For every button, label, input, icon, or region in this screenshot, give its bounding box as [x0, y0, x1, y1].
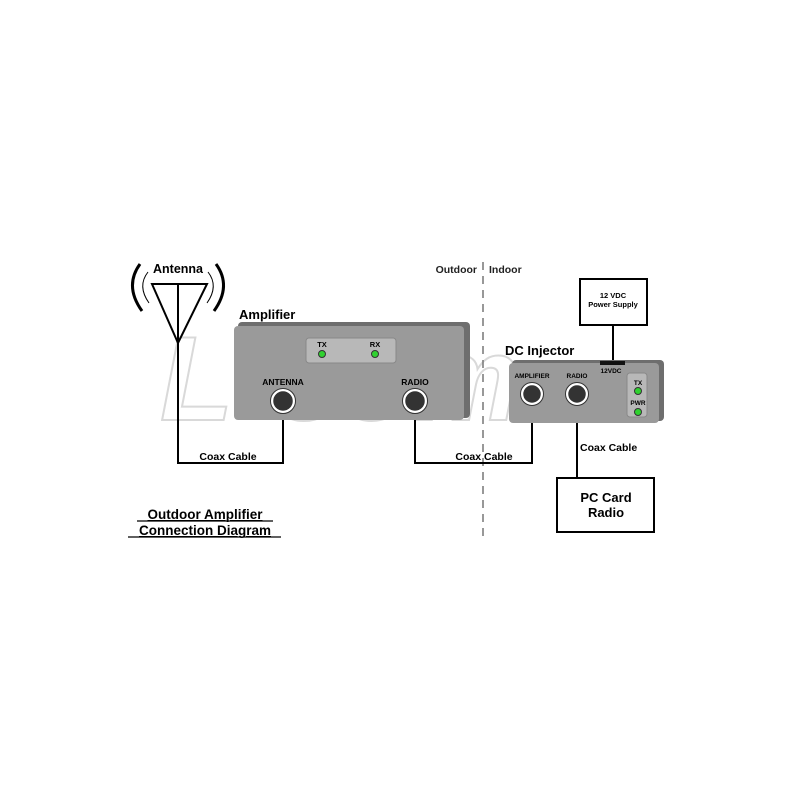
amplifier-antenna-port — [270, 388, 296, 414]
injector-amplifier-port — [520, 382, 544, 406]
signal-wave-left-inner — [142, 271, 150, 304]
coax-cable-antenna — [177, 343, 284, 464]
injector-pwr-led — [634, 408, 642, 416]
power-supply-line1: 12 VDC — [600, 291, 627, 300]
amplifier-antenna-port-label: ANTENNA — [262, 377, 304, 387]
amplifier-tx-led — [318, 350, 326, 358]
indoor-label: Indoor — [489, 264, 522, 276]
caption-line1: Outdoor Amplifier — [148, 507, 264, 522]
caption-line2: Connection Diagram — [139, 523, 271, 538]
injector-radio-port — [565, 382, 589, 406]
pc-card-line2: Radio — [588, 505, 624, 520]
injector-tx-led — [634, 387, 642, 395]
dc-injector-title: DC Injector — [505, 343, 574, 358]
antenna-icon — [150, 283, 209, 346]
injector-tx-label: TX — [634, 380, 643, 387]
amplifier-rx-led — [371, 350, 379, 358]
dc-injector: DC Injector 12VDC AMPLIFIER RADIO TX PWR — [505, 343, 664, 423]
dc-input-label: 12VDC — [601, 368, 622, 375]
power-supply: 12 VDC Power Supply — [579, 278, 648, 362]
amplifier-rx-label: RX — [370, 340, 380, 349]
injector-led-panel — [626, 372, 648, 418]
coax-cable-amp-injector — [414, 394, 533, 464]
amplifier-title: Amplifier — [239, 307, 295, 322]
coax-cable-label-1: Coax Cable — [199, 451, 256, 463]
amplifier-radio-port-label: RADIO — [401, 377, 429, 387]
antenna: Antenna — [131, 262, 225, 346]
coax-cable-label-2: Coax Cable — [455, 451, 512, 463]
injector-radio-port-label: RADIO — [567, 373, 588, 380]
power-supply-line2: Power Supply — [588, 300, 638, 309]
dc-input-port — [600, 361, 625, 365]
signal-wave-left-icon — [131, 263, 144, 312]
antenna-label: Antenna — [153, 262, 204, 276]
injector-pwr-label: PWR — [630, 400, 645, 407]
pc-card-radio: PC Card Radio — [556, 477, 655, 533]
signal-wave-right-icon — [212, 263, 225, 312]
signal-wave-right-inner — [206, 271, 214, 304]
pc-card-line1: PC Card — [580, 490, 631, 505]
diagram-caption: Outdoor Amplifier Connection Diagram — [128, 507, 281, 538]
coax-cable-label-3: Coax Cable — [580, 442, 637, 454]
amplifier-radio-port — [402, 388, 428, 414]
amplifier: Amplifier TX RX ANTENNA RADIO — [234, 307, 470, 420]
outdoor-label: Outdoor — [436, 264, 477, 276]
amplifier-tx-label: TX — [317, 340, 327, 349]
injector-amplifier-port-label: AMPLIFIER — [514, 373, 549, 380]
